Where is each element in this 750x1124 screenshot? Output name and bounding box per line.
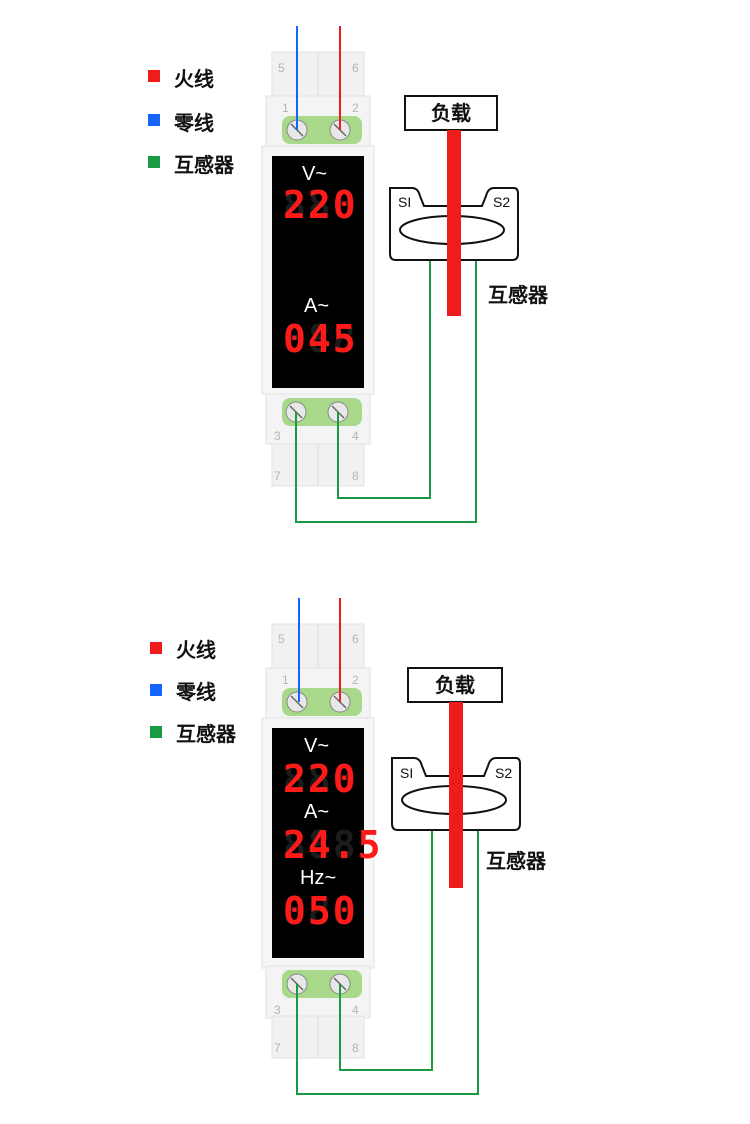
ct-wire-s2 bbox=[295, 258, 477, 523]
port-7: 7 bbox=[274, 469, 281, 483]
legend-ct-label: 互感器 bbox=[174, 153, 235, 177]
din-rail-meter: 5 6 1 2 3 4 7 8 V~ 888 220 A~ 888 24.5 bbox=[261, 623, 383, 1059]
port-8: 8 bbox=[352, 469, 359, 483]
ct-wire-s1 bbox=[339, 830, 433, 1071]
legend-neutral-label: 零线 bbox=[173, 111, 214, 135]
port-3: 3 bbox=[274, 1003, 281, 1017]
port-5: 5 bbox=[278, 61, 285, 75]
svg-text:888: 888 bbox=[283, 823, 358, 867]
legend-neutral-label: 零线 bbox=[175, 680, 216, 704]
meter-display bbox=[272, 728, 364, 958]
legend: 火线 零线 互感器 bbox=[148, 67, 235, 177]
din-rail-meter: 5 6 1 2 3 4 7 8 V~ 888 220 A~ bbox=[261, 51, 375, 487]
current-reading: 045 bbox=[283, 317, 358, 361]
voltage-unit: V~ bbox=[302, 163, 327, 185]
load-conductor bbox=[449, 702, 463, 888]
voltage-unit: V~ bbox=[304, 735, 329, 757]
current-unit: A~ bbox=[304, 801, 329, 823]
ct-label: 互感器 bbox=[486, 849, 547, 873]
wiring-diagram-2: 火线 零线 互感器 5 6 1 2 3 4 7 8 bbox=[150, 598, 547, 1095]
port-5: 5 bbox=[278, 632, 285, 646]
legend-live-swatch bbox=[148, 70, 160, 82]
ct-label: 互感器 bbox=[488, 283, 549, 307]
port-6: 6 bbox=[352, 632, 359, 646]
legend-ct-label: 互感器 bbox=[176, 722, 237, 746]
port-4: 4 bbox=[352, 1003, 359, 1017]
load-conductor bbox=[447, 130, 461, 316]
meter-display bbox=[272, 156, 364, 388]
load-label: 负载 bbox=[435, 673, 475, 697]
port-2: 2 bbox=[352, 673, 359, 687]
ct-terminal-s1: SI bbox=[398, 194, 411, 210]
svg-text:888: 888 bbox=[283, 183, 358, 227]
legend-ct-swatch bbox=[148, 156, 160, 168]
legend-live-label: 火线 bbox=[174, 67, 214, 91]
port-3: 3 bbox=[274, 429, 281, 443]
legend: 火线 零线 互感器 bbox=[150, 638, 237, 746]
port-6: 6 bbox=[352, 61, 359, 75]
frequency-unit: Hz~ bbox=[300, 867, 336, 889]
port-4: 4 bbox=[352, 429, 359, 443]
ct-wire-s1 bbox=[337, 258, 431, 499]
current-reading: 24.5 bbox=[283, 823, 383, 867]
legend-live-label: 火线 bbox=[176, 638, 216, 662]
load-box bbox=[407, 667, 503, 703]
svg-text:888: 888 bbox=[283, 757, 358, 801]
ct-terminal-s2: S2 bbox=[495, 765, 512, 781]
port-7: 7 bbox=[274, 1041, 281, 1055]
port-1: 1 bbox=[282, 673, 289, 687]
port-2: 2 bbox=[352, 101, 359, 115]
legend-neutral-swatch bbox=[148, 114, 160, 126]
legend-neutral-swatch bbox=[150, 684, 162, 696]
port-8: 8 bbox=[352, 1041, 359, 1055]
ct-terminal-s2: S2 bbox=[493, 194, 510, 210]
legend-ct-swatch bbox=[150, 726, 162, 738]
ct-wire-s2 bbox=[296, 830, 479, 1095]
wiring-diagram-1: 火线 零线 互感器 5 6 1 2 3 4 7 8 bbox=[148, 26, 549, 523]
ct-terminal-s1: SI bbox=[400, 765, 413, 781]
svg-text:888: 888 bbox=[283, 889, 358, 933]
voltage-reading: 220 bbox=[283, 183, 358, 227]
port-1: 1 bbox=[282, 101, 289, 115]
svg-text:888: 888 bbox=[283, 317, 358, 361]
frequency-reading: 050 bbox=[283, 889, 358, 933]
voltage-reading: 220 bbox=[283, 757, 358, 801]
load-label: 负载 bbox=[431, 101, 471, 125]
legend-live-swatch bbox=[150, 642, 162, 654]
current-unit: A~ bbox=[304, 295, 329, 317]
